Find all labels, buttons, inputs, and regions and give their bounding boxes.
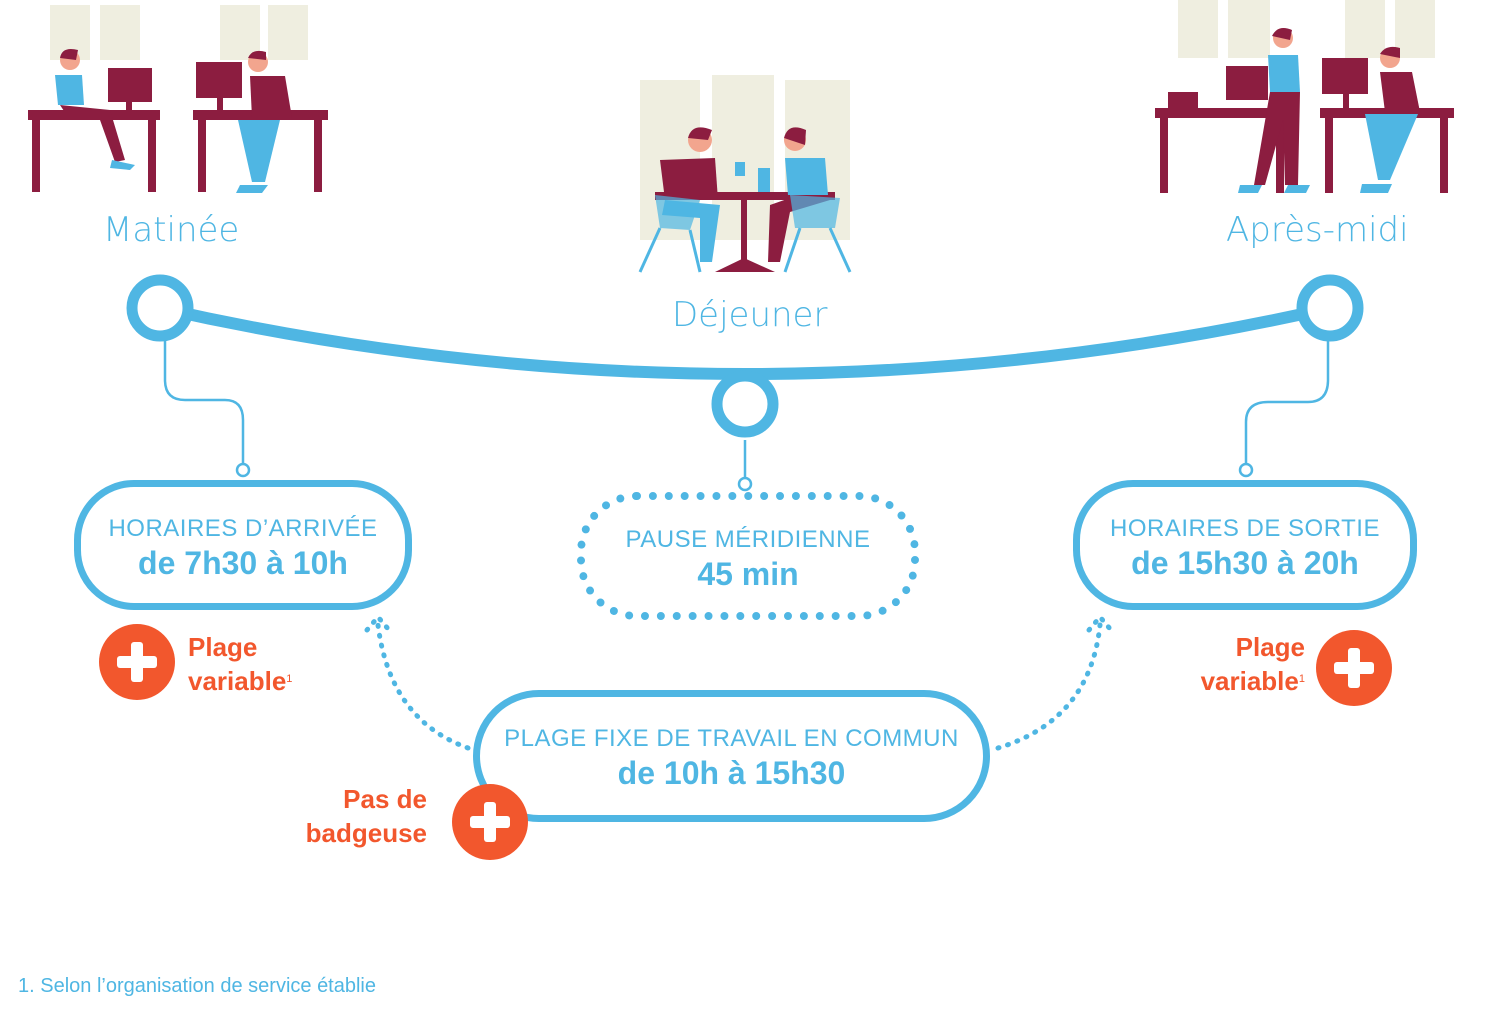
left-note-line2: variable <box>188 666 287 696</box>
badge-note-line1: Pas de <box>343 784 427 814</box>
morning-label: Matinée <box>103 210 240 250</box>
morning-office-illustration <box>28 5 328 193</box>
core-to-arrival-arrow <box>375 622 471 751</box>
afternoon-office-illustration <box>1155 0 1454 193</box>
plus-icon-right <box>1316 630 1392 706</box>
arrival-connector <box>163 340 245 463</box>
badge-note-line2: badgeuse <box>305 818 427 848</box>
pause-value: 45 min <box>697 556 799 592</box>
morning-node <box>126 274 194 342</box>
exit-box: HORAIRES DE SORTIE de 15h30 à 20h <box>1073 480 1417 610</box>
arrival-value: de 7h30 à 10h <box>138 545 348 581</box>
pause-caption: PAUSE MÉRIDIENNE <box>625 526 871 553</box>
lunch-label: Déjeuner <box>672 295 828 335</box>
left-note-line1: Plage <box>188 632 258 662</box>
lunch-node <box>711 370 779 438</box>
right-note-line1: Plage <box>1235 632 1305 662</box>
afternoon-label: Après-midi <box>1226 210 1409 250</box>
plus-icon-left <box>99 624 175 700</box>
left-variable-note: Plage variable1 <box>188 630 292 698</box>
arrival-box: HORAIRES D’ARRIVÉE de 7h30 à 10h <box>74 480 412 610</box>
right-variable-note: Plage variable1 <box>1170 630 1305 698</box>
right-note-sup: 1 <box>1298 673 1305 685</box>
exit-connector <box>1244 340 1330 463</box>
core-hours-box: PLAGE FIXE DE TRAVAIL EN COMMUN de 10h à… <box>473 690 990 822</box>
exit-value: de 15h30 à 20h <box>1131 545 1359 581</box>
arrival-caption: HORAIRES D’ARRIVÉE <box>108 515 378 542</box>
exit-caption: HORAIRES DE SORTIE <box>1110 515 1380 542</box>
plus-icon-core <box>452 784 528 860</box>
core-caption: PLAGE FIXE DE TRAVAIL EN COMMUN <box>504 725 959 752</box>
badge-note: Pas de badgeuse <box>265 782 427 850</box>
pause-box: PAUSE MÉRIDIENNE 45 min <box>577 492 919 620</box>
afternoon-node <box>1296 274 1364 342</box>
left-note-sup: 1 <box>286 673 293 685</box>
core-value: de 10h à 15h30 <box>617 755 846 791</box>
lunch-illustration <box>638 75 852 273</box>
core-to-exit-arrow <box>995 622 1103 751</box>
right-note-line2: variable <box>1200 666 1299 696</box>
footnote: 1. Selon l’organisation de service établ… <box>18 975 376 997</box>
